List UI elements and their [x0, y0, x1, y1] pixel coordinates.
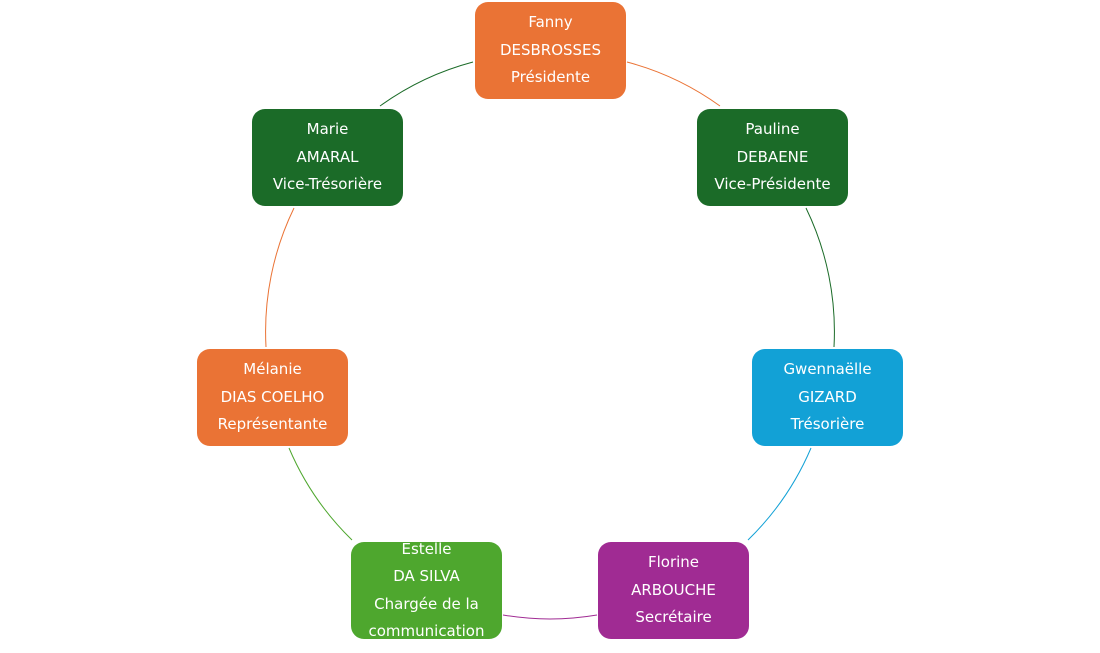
connector-vice-presidente-to-tresoriere: [805, 207, 835, 348]
member-first-name: Florine: [647, 553, 700, 572]
member-last-name: DEBAENE: [736, 147, 809, 166]
member-last-name: DESBROSSES: [499, 40, 602, 59]
member-card-vice-presidente: Pauline DEBAENE Vice-Présidente: [697, 109, 848, 206]
member-role: Secrétaire: [635, 608, 712, 627]
member-role-line2: communication: [368, 622, 485, 640]
member-first-name: Pauline: [745, 120, 800, 139]
member-card-tresoriere: Gwennaëlle GIZARD Trésorière: [752, 349, 903, 446]
connector-communication-to-representante: [288, 447, 353, 541]
member-role-line1: Chargée de la: [374, 594, 479, 613]
member-last-name: DA SILVA: [393, 567, 460, 585]
connector-tresoriere-to-secretaire: [747, 447, 812, 541]
member-card-communication: Estelle DA SILVA Chargée de la communica…: [351, 540, 502, 640]
member-card-secretaire: Florine ARBOUCHE Secrétaire: [598, 542, 749, 639]
member-last-name: GIZARD: [798, 387, 857, 406]
connector-representante-to-vice-tresoriere: [265, 207, 295, 348]
member-first-name: Marie: [306, 120, 349, 139]
member-card-presidente: Fanny DESBROSSES Présidente: [475, 2, 626, 99]
member-last-name: AMARAL: [296, 147, 359, 166]
member-role: Vice-Trésorière: [272, 175, 383, 194]
member-first-name: Fanny: [528, 13, 573, 32]
member-last-name: DIAS COELHO: [220, 387, 325, 406]
member-card-representante: Mélanie DIAS COELHO Représentante: [197, 349, 348, 446]
member-last-name: ARBOUCHE: [631, 580, 716, 599]
connector-secretaire-to-communication: [502, 614, 598, 620]
member-card-vice-tresoriere: Marie AMARAL Vice-Trésorière: [252, 109, 403, 206]
member-role: Présidente: [510, 68, 591, 87]
member-first-name: Mélanie: [243, 360, 302, 379]
member-role: Trésorière: [790, 415, 865, 434]
member-first-name: Estelle: [401, 539, 452, 558]
member-role: Vice-Présidente: [714, 175, 831, 194]
member-role: Représentante: [217, 415, 328, 434]
member-first-name: Gwennaëlle: [783, 360, 872, 379]
connector-vice-tresoriere-to-presidente: [379, 61, 474, 107]
connector-presidente-to-vice-presidente: [626, 61, 721, 107]
